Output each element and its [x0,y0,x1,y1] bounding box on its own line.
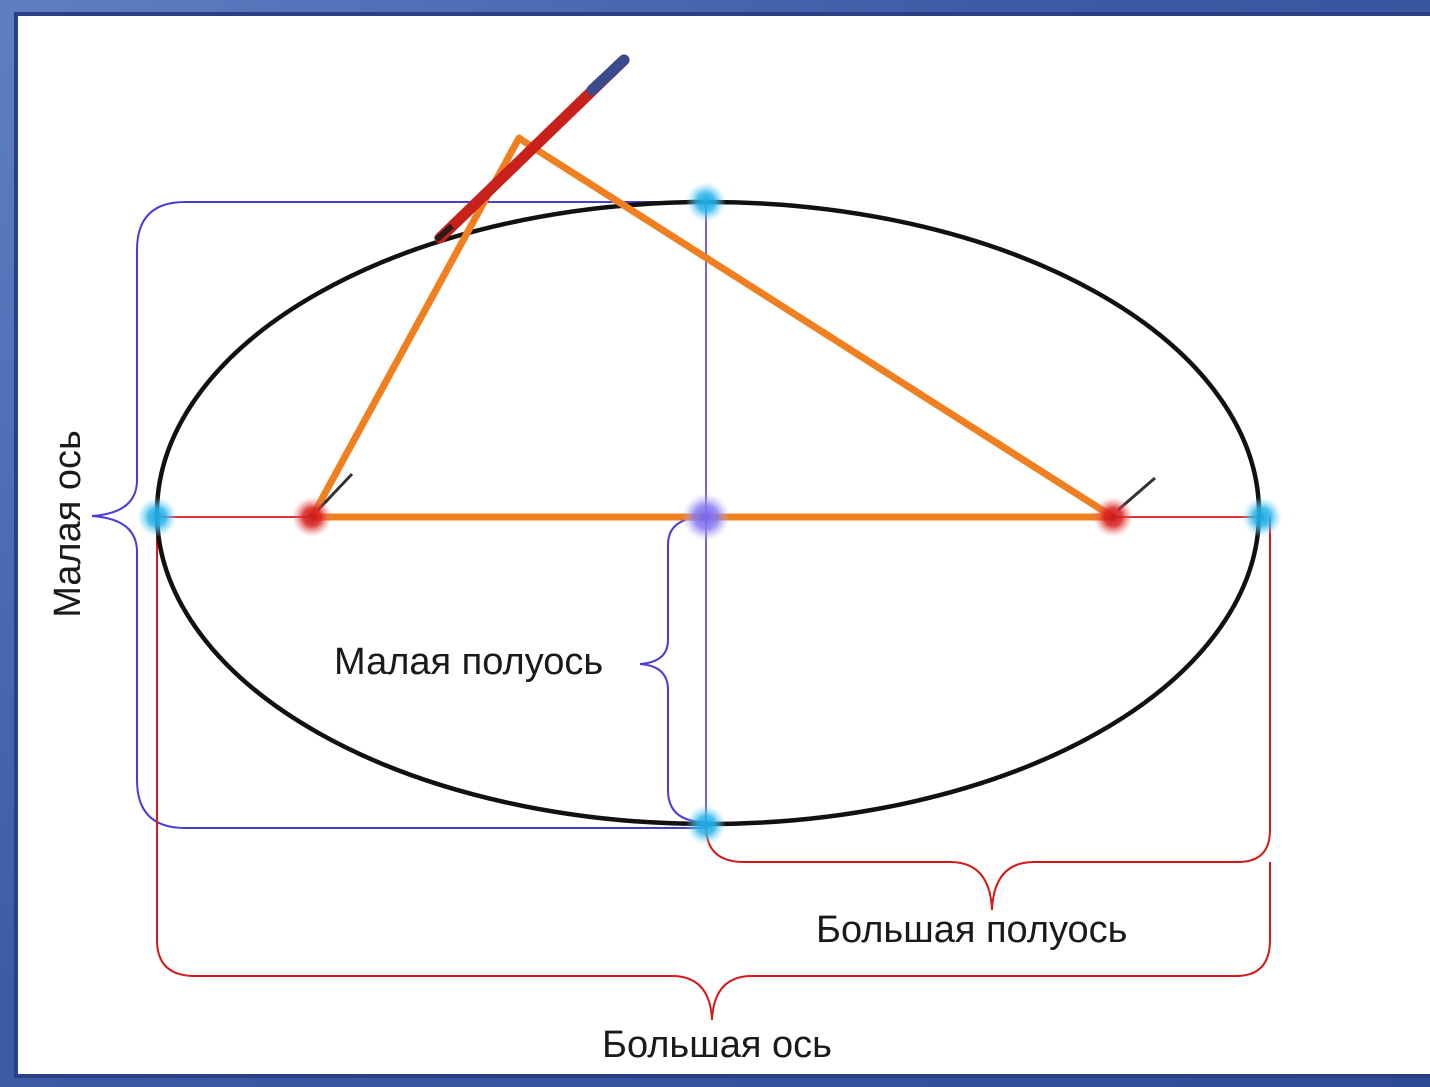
top-vertex-point [686,182,726,222]
right-vertex-point [1242,497,1282,537]
major-axis-label: Большая ось [602,1024,832,1066]
major-semiaxis-bracket [705,517,1271,911]
major-axis-bracket [156,517,1271,1021]
major-semiaxis-label: Большая полуось [816,909,1127,951]
pencil-icon [434,54,630,244]
center-point [682,493,730,541]
left-vertex-point [137,497,177,537]
left-focus-point [292,497,332,537]
minor-axis-label: Малая ось [47,430,89,618]
minor-semiaxis-bracket [639,516,707,823]
minor-semiaxis-label: Малая полуось [334,641,603,683]
bottom-vertex-point [686,805,726,845]
minor-axis-bracket [91,201,706,829]
diagram-panel [14,12,1430,1078]
right-focus-point [1093,497,1133,537]
